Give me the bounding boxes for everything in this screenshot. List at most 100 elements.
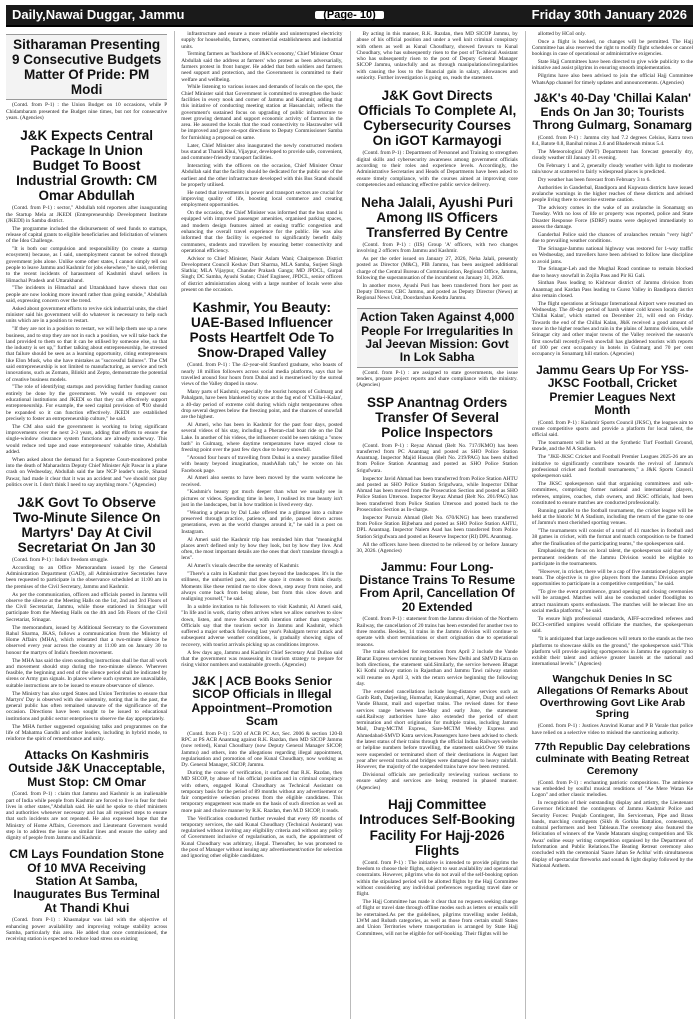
article-paragraph: "However, in cricket, there will be a ca… (531, 568, 693, 588)
column-3: By acting in this manner, R.K. Razdan, t… (349, 31, 518, 1019)
article: Attacks On Kashmiris Outside J&K Unaccep… (6, 746, 167, 843)
article-paragraph: allotted by HCoI only. (537, 31, 586, 37)
article-paragraph: The trains scheduled for restoration fro… (356, 649, 518, 687)
article-headline: J&K Govt Directs Officials To Complete A… (357, 87, 517, 149)
article-paragraph: Authorities in Ganderbal, Bandipora and … (531, 184, 693, 204)
article-paragraph: Emphasising the focus on local talent, t… (531, 548, 693, 567)
article-paragraph: Once a flight is booked, no changes will… (531, 38, 693, 58)
page-label: (Page- 10) (315, 9, 384, 21)
article-paragraph: (Contd. from P-1) : Khasmalpur was laid … (6, 917, 168, 943)
article-headline: Kashmir, You Beauty: UAE-Based Influence… (189, 299, 335, 361)
article-paragraph: "It is anticipated that large audiences … (531, 636, 693, 668)
article-paragraph: The CM also said the government is worki… (6, 423, 168, 455)
article-paragraph: State Hajj Committees have been directed… (531, 59, 693, 72)
article-paragraph: The extended cancellations include long-… (356, 688, 518, 771)
column-4: allotted by HCoI only.Once a flight is b… (524, 31, 693, 1019)
article-paragraph: All the officers have been directed to b… (356, 541, 518, 554)
article-paragraph: When asked about the demand for a Suprem… (6, 456, 168, 488)
article-paragraph: Pilgrims have also been advised to join … (531, 73, 693, 86)
article-paragraph: infrastructure and ensure a more reliabl… (181, 31, 343, 50)
article-paragraph: During the course of verification, it su… (181, 770, 343, 814)
article-headline: SSP Anantnag Orders Transfer Of Several … (366, 395, 508, 441)
article-paragraph: In a subtle invitation to his followers … (181, 604, 343, 648)
article-paragraph: (Contd. from P-1) : are assigned to stat… (356, 369, 518, 389)
article-paragraph: As per the communication, officers and o… (6, 591, 168, 623)
article-paragraph: Inspector Javid Ahmad has been transferr… (356, 475, 518, 514)
article-paragraph: (Contd. from P-1) : statement from the J… (356, 616, 518, 648)
article-paragraph: On the occasion, the Chief Minister was … (181, 210, 343, 254)
article-paragraph: "The role of identifying startups and pr… (6, 384, 168, 422)
article-headline: J&K Expects Central Package In Union Bud… (16, 127, 158, 204)
article-paragraph: The advisory comes in the wake of an ava… (531, 205, 693, 231)
article-paragraph: According to an Office Memorandum issued… (6, 564, 168, 590)
article-paragraph: The MHA further suggested organising tal… (6, 723, 168, 743)
article: Jammu: Four Long-Distance Trains To Resu… (357, 558, 518, 793)
article-paragraph: The "JKE-JKSC Cricket and Football Premi… (531, 454, 693, 480)
article: By acting in this manner, R.K. Razdan, t… (357, 31, 518, 83)
article-paragraph: The flight operations at Srinagar Intern… (531, 300, 693, 358)
article-paragraph: (Contd. from P-1) : India's freedom stru… (12, 557, 109, 564)
article-paragraph: The Srinagar-Leh and the Mughal Road con… (531, 266, 693, 279)
article-paragraph: Ganderbal Police said the chances of ava… (531, 231, 693, 245)
article-headline: Attacks On Kashmiris Outside J&K Unaccep… (8, 747, 165, 789)
article-paragraph: "There's a calm in Kashmir that goes bey… (181, 571, 343, 603)
article-headline: CM Lays Foundation Stone Of 10 MVA Recei… (9, 847, 164, 915)
article: Hajj Committee Introduces Self-Booking F… (357, 794, 518, 938)
article-paragraph: "To give the event prominence, grand ope… (531, 589, 693, 615)
article-paragraph: (Contd. from P-1) : sector," Abdullah to… (6, 205, 168, 224)
article-headline: Hajj Committee Introduces Self-Booking F… (359, 797, 516, 858)
article-paragraph: (Contd. from P-1) : the Union Budget on … (6, 102, 168, 122)
issue-date: Friday 30th January 2026 (531, 6, 688, 22)
article-paragraph: In another move, Ayushi Puri has been tr… (356, 282, 518, 302)
article: 77th Republic Day celebrations culminate… (532, 739, 693, 870)
article-paragraph: The memorandum, issued by Additional Sec… (6, 624, 168, 656)
article-paragraph: Many parts of Kashmir, especially the to… (181, 389, 343, 421)
paper-name: Daily,Nawai Duggar, Jammu (12, 6, 185, 22)
columns-container: Sitharaman Presenting 9 Consecutive Budg… (6, 31, 693, 1019)
article-headline: J&K's 40-Day 'Chillai Kalan' Ends On Jan… (532, 91, 693, 133)
article-headline: J&K | ACB Books Senior SICOP Officials i… (191, 673, 333, 729)
article-paragraph: (Contd. from P-1) : Department of Person… (356, 150, 518, 188)
article-headline: Action Taken Against 4,000 People For Ir… (356, 308, 518, 368)
article-paragraph: "Kashmir's beauty got much deeper than w… (181, 489, 343, 509)
article-paragraph: "The incidents in Himachal and Uttarakha… (6, 285, 168, 305)
article: J&K | ACB Books Senior SICOP Officials i… (181, 672, 342, 861)
article: infrastructure and ensure a more reliabl… (181, 31, 342, 295)
article-paragraph: (Contd. from P-1) : Jammu city had 7.2 d… (531, 134, 693, 147)
article-paragraph: He noted that investments in power and t… (181, 189, 343, 209)
article-paragraph: Interacting with the officers on the occ… (181, 162, 343, 188)
article-headline: Jammu Gears Up For YSS-JKSC Football, Cr… (536, 362, 689, 418)
article-paragraph: (Contd. from P-1) : claim that Jammu and… (6, 791, 168, 842)
article: SSP Anantnag Orders Transfer Of Several … (357, 392, 518, 555)
article-paragraph: The MHA has said the siren sounding inst… (6, 657, 168, 689)
article-paragraph: In recognition of their outstanding disp… (531, 799, 693, 869)
column-2: infrastructure and ensure a more reliabl… (174, 31, 343, 1019)
article-paragraph: The Verification conducted further revea… (181, 815, 343, 860)
article: J&K's 40-Day 'Chillai Kalan' Ends On Jan… (532, 89, 693, 359)
article-paragraph: (Contd. from P-1) : enchanting patriotic… (531, 779, 693, 799)
article: J&K Govt Directs Officials To Complete A… (357, 85, 518, 190)
article: Wangchuk Denies In SC Allegations Of Rem… (532, 671, 693, 737)
article-paragraph: A few days ago, Jammu and Kashmir Chief … (181, 649, 343, 669)
article-paragraph: Al Ameri's visuals describe the serenity… (187, 563, 300, 570)
article: Jammu Gears Up For YSS-JKSC Football, Cr… (532, 361, 693, 669)
article-paragraph: (Contd. from P-1) : 5/20 of ACB PC Act, … (181, 730, 343, 769)
article-paragraph: Inspector Parvaiz Ahmad (Belt No. 670/KN… (356, 514, 518, 540)
article-paragraph: Al Ameri, who has been in Kashmir for th… (181, 421, 343, 454)
article-paragraph: Asked about government efforts to revive… (6, 305, 168, 325)
article: Sitharaman Presenting 9 Consecutive Budg… (6, 31, 168, 123)
article: CM Lays Foundation Stone Of 10 MVA Recei… (6, 845, 167, 944)
article-paragraph: (Contd. from P-1) : (IIS) Group 'A' offi… (356, 241, 518, 255)
article-paragraph: To ensure high professional standards, A… (531, 615, 693, 635)
article-paragraph: While listening to various issues and de… (181, 84, 343, 141)
article-paragraph: The programme included the disbursement … (6, 225, 168, 245)
column-1: Sitharaman Presenting 9 Consecutive Budg… (6, 31, 168, 1019)
article-paragraph: (Contd. from P-1) : Kashmir Sports Counc… (531, 419, 693, 439)
article-paragraph: The JKSC spokesperson said that organisi… (531, 480, 693, 506)
article-paragraph: "It is both our compulsion and responsib… (6, 246, 168, 284)
article-paragraph: (Contd. from P-1) : Justices Aravind Kum… (531, 723, 693, 736)
article-paragraph: By acting in this manner, R.K. Razdan, t… (356, 31, 518, 82)
article-paragraph: Divisional officials are periodically re… (356, 771, 518, 791)
article-headline: Wangchuk Denies In SC Allegations Of Rem… (536, 673, 689, 721)
article-paragraph: "Around four hours of travelling from Du… (181, 454, 343, 474)
